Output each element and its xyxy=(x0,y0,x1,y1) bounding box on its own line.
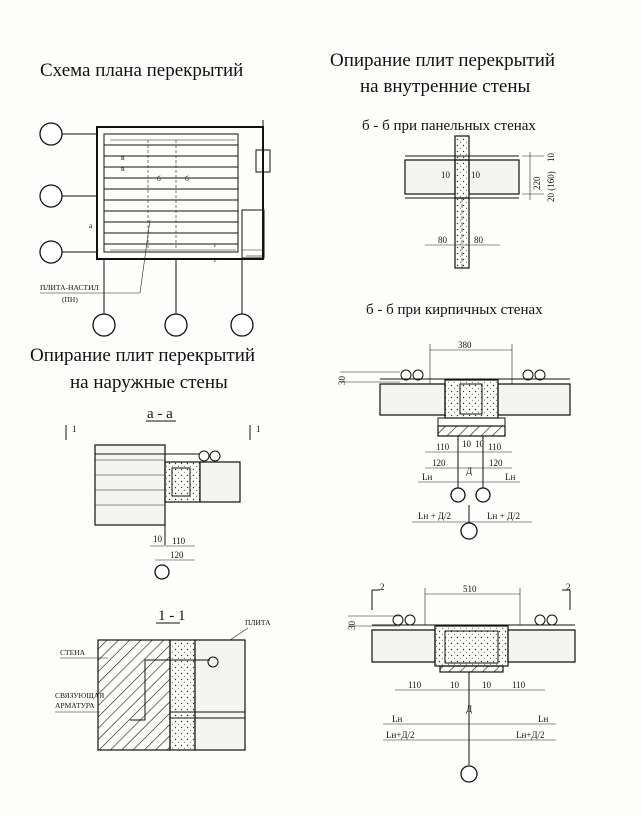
dim-brick-lnd-left: Lн + Д/2 xyxy=(418,511,451,521)
brick-subtitle: б - б при кирпичных стенах xyxy=(366,302,543,318)
plan-title: Схема плана перекрытий xyxy=(40,60,243,81)
dim-s2-110a: 110 xyxy=(408,680,422,690)
dim-panel-20-160: 20 (160) xyxy=(546,171,556,202)
dim-s2-10b: 10 xyxy=(482,680,492,690)
aa-slab xyxy=(94,444,166,526)
dim-s2-30: 30 xyxy=(347,621,357,631)
dim-brick-30: 30 xyxy=(337,376,347,386)
inner-title-line1: Опирание плит перекрытий xyxy=(330,50,555,71)
section2-mark-left: 2 xyxy=(380,582,385,592)
plan-slab-strips xyxy=(104,139,238,251)
inner-title-line2: на внутренние стены xyxy=(360,76,530,97)
plan-wall-niche xyxy=(255,149,271,173)
plan-mark-v2: в xyxy=(121,164,125,173)
dim-brick-ln-right: Lн xyxy=(505,472,515,482)
dim-brick-120a: 120 xyxy=(432,458,446,468)
plan-callout-line1: ПЛИТА-НАСТИЛ xyxy=(40,283,99,292)
s11-wall-hatch xyxy=(97,639,171,751)
section2-mark-right: 2 xyxy=(566,582,571,592)
dim-panel-10b: 10 xyxy=(471,170,481,180)
dim-panel-10: 10 xyxy=(546,153,556,163)
dim-panel-80a: 80 xyxy=(438,235,448,245)
axis-bubble-bottom-1 xyxy=(92,313,116,337)
plan-mark-g1: г xyxy=(214,240,217,249)
dim-s2-510: 510 xyxy=(463,584,477,594)
axis-bubble-bottom-3 xyxy=(230,313,254,337)
panel-joint xyxy=(454,159,470,199)
axis-bubble-left-2 xyxy=(39,184,63,208)
axis-bubble-brick-center xyxy=(460,522,478,540)
outer-title-line1: Опирание плит перекрытий xyxy=(30,345,255,366)
plan-inner-outline xyxy=(103,133,239,253)
dim-aa-10: 10 xyxy=(153,534,163,544)
plan-mark-g2: г xyxy=(214,255,217,264)
s2-joint xyxy=(434,625,509,667)
plan-scheme: Схема плана перекрытий в в б б xyxy=(39,60,271,337)
plan-mark-a: а xyxy=(89,221,93,230)
dim-s2-110b: 110 xyxy=(512,680,526,690)
s11-slab xyxy=(194,639,246,751)
axis-bubble-s2 xyxy=(460,765,478,783)
dim-brick-lnd-right: Lн + Д/2 xyxy=(487,511,520,521)
axis-bubble-aa xyxy=(154,564,170,580)
s11-slab-label: ПЛИТА xyxy=(245,618,271,627)
dim-s2-lnd-left: Lн+Д/2 xyxy=(386,730,415,740)
dim-brick-110b: 110 xyxy=(488,442,502,452)
s2-wall-top xyxy=(439,665,504,673)
s11-rebar-label-2: АРМАТУРА xyxy=(55,701,95,710)
s11-joint xyxy=(169,639,196,751)
dim-brick-ln-left: Lн xyxy=(422,472,432,482)
panel-slab-right xyxy=(468,159,520,195)
brick-slab-right xyxy=(497,383,571,416)
lower-panel-wall xyxy=(454,197,470,269)
dim-brick-10a: 10 xyxy=(462,439,472,449)
brick-wall-top xyxy=(437,425,506,437)
outer-walls-section: Опирание плит перекрытий на наружные сте… xyxy=(30,345,271,751)
aa-mark-left: 1 xyxy=(72,424,77,434)
dim-panel-10a: 10 xyxy=(441,170,451,180)
brick-slab-left xyxy=(379,383,446,416)
inner-walls-heading: Опирание плит перекрытий на внутренние с… xyxy=(330,50,555,134)
axis-bubble-left-3 xyxy=(39,240,63,264)
dim-brick-110a: 110 xyxy=(436,442,450,452)
dim-s2-ln-right: Lн xyxy=(538,714,548,724)
dim-aa-110: 110 xyxy=(172,536,186,546)
s2-slab-left xyxy=(371,629,436,663)
plan-callout-line2: (ПН) xyxy=(62,295,78,304)
dim-panel-220: 220 xyxy=(532,176,542,190)
dim-brick-380: 380 xyxy=(458,340,472,350)
section-2-2: 2 2 510 30 110 10 10 110 Д Lн Lн Lн+Д/2 … xyxy=(347,582,576,783)
plan-mark-b2: б xyxy=(185,174,189,183)
axis-bubble-brick-right xyxy=(475,487,491,503)
panel-subtitle: б - б при панельных стенах xyxy=(362,118,536,134)
dim-aa-120: 120 xyxy=(170,550,184,560)
panel-wall-section: 10 10 80 80 220 20 (160) 10 xyxy=(404,135,556,269)
panel-slab-left xyxy=(404,159,456,195)
outer-title-line2: на наружные стены xyxy=(70,372,228,393)
aa-mark-right: 1 xyxy=(256,424,261,434)
dim-s2-ln-left: Lн xyxy=(392,714,402,724)
brick-wall-section: б - б при кирпичных стенах 380 30 110 10… xyxy=(337,302,571,540)
aa-label: а - а xyxy=(147,406,173,422)
axis-bubble-left-1 xyxy=(39,122,63,146)
s11-rebar-label-1: СВЯЗУЮЩАЯ xyxy=(55,691,104,700)
s11-label: 1 - 1 xyxy=(158,608,186,624)
dim-s2-lnd-right: Lн+Д/2 xyxy=(516,730,545,740)
dim-brick-120b: 120 xyxy=(489,458,503,468)
dim-brick-delta: Д xyxy=(466,466,472,476)
plan-mark-b1: б xyxy=(157,174,161,183)
plan-stair-block xyxy=(241,209,265,259)
dim-panel-80b: 80 xyxy=(474,235,484,245)
s2-slab-right xyxy=(507,629,576,663)
dim-s2-10a: 10 xyxy=(450,680,460,690)
brick-joint xyxy=(444,379,499,419)
axis-bubble-bottom-2 xyxy=(164,313,188,337)
s11-wall-label: СТЕНА xyxy=(60,648,86,657)
plan-mark-v1: в xyxy=(121,153,125,162)
aa-wall xyxy=(199,461,241,503)
plan-outline xyxy=(96,126,264,260)
axis-bubble-brick-left xyxy=(450,487,466,503)
dim-brick-10b: 10 xyxy=(475,439,485,449)
